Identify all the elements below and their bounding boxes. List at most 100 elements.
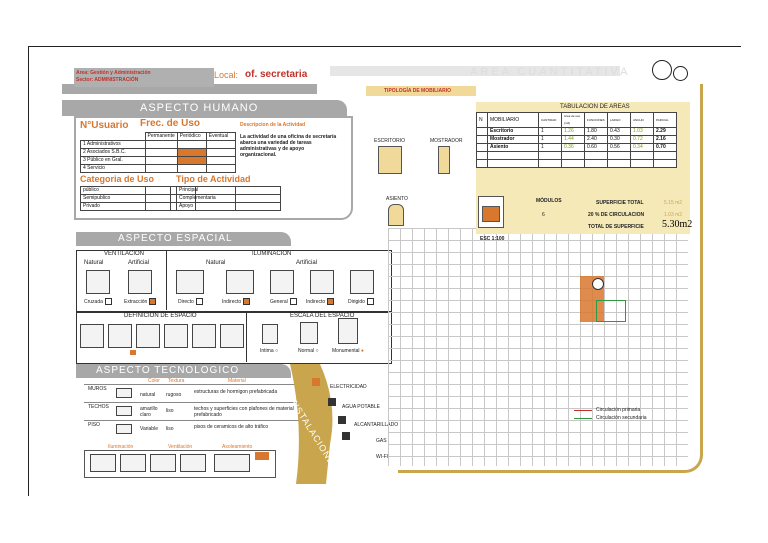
- sheet-left-edge: [28, 46, 29, 496]
- table-row: 1 Administrativos: [80, 140, 236, 149]
- bottom-title: Iluminación: [108, 444, 134, 450]
- espacio-aislado-icon: [220, 324, 244, 348]
- aspecto-humano-band: [62, 100, 347, 116]
- iluminacion-indirecta-icon: [226, 270, 254, 294]
- vent-option: Extracción: [124, 298, 157, 305]
- iluminacion-artificial-icon: [120, 454, 146, 472]
- tec-material: pisos de ceramicos de alto tráfico: [194, 424, 269, 430]
- escala-monumental-icon: [338, 318, 358, 344]
- frec-col: Eventual: [205, 132, 236, 141]
- gas-icon: [342, 432, 350, 440]
- divider: [84, 384, 304, 385]
- espacio-abierto-icon: [80, 324, 104, 348]
- modulos-value: 6: [542, 212, 545, 218]
- vent-artificial: Artificial: [128, 260, 150, 266]
- col-material: Material: [228, 378, 246, 384]
- local-value: of. secretaria: [245, 69, 308, 80]
- aspecto-espacial-title: ASPECTO ESPACIAL: [118, 233, 233, 244]
- tec-color: amarillo claro: [140, 406, 158, 418]
- alcantarillado-icon: [338, 416, 346, 424]
- iluminacion-title: ILUMINACION: [252, 251, 292, 257]
- muro-icon: [116, 388, 132, 398]
- modulos-label: MÓDULOS: [536, 198, 562, 204]
- mostrador-icon: [438, 146, 450, 174]
- tec-textura: rugoso: [166, 392, 182, 398]
- definicion-title: DEFINICION DE ESPACIO: [124, 313, 197, 319]
- faded-header: AREA CUANTITATIVA: [470, 66, 631, 78]
- bottom-title: Asoleamiento: [222, 444, 253, 450]
- circulation-zone: [596, 300, 626, 322]
- divider: [246, 312, 247, 362]
- tec-color: natural: [140, 392, 156, 398]
- logo-circle-icon: [652, 60, 672, 80]
- legend-line-red: [574, 410, 592, 411]
- luminaria-general-icon: [270, 270, 294, 294]
- modulo-icon: [482, 206, 500, 222]
- table-row: Escritorio 1 1.26 1.80 0.43 1.03 2.29: [476, 127, 677, 136]
- table-row: Principal: [176, 186, 281, 195]
- frec-col: Periódico: [176, 132, 207, 141]
- ventilacion-title: VENTILACION: [104, 251, 145, 257]
- ilum-art-option: General: [270, 298, 297, 305]
- espacio-controlado-icon: [192, 324, 216, 348]
- table-row: 3 Público en Gral.: [80, 156, 236, 165]
- table-row: 4 Servicio: [80, 164, 236, 173]
- espacio-semiabierto-icon: [108, 324, 132, 348]
- table-row: 2 Asociados S.B.C.: [80, 148, 236, 157]
- frec-col: Permanente: [144, 132, 178, 141]
- mobiliario-label: ESCRITORIO: [374, 138, 406, 144]
- ventilacion-cruzada-icon: [86, 270, 110, 294]
- electricidad-icon: [312, 378, 320, 386]
- sup-total-label: SUPERFICIE TOTAL: [596, 200, 644, 206]
- vent-option: Cruzada: [84, 298, 112, 305]
- sector-label: Sector: ADMINISTRACIÓN: [76, 77, 139, 83]
- aspecto-humano-title: ASPECTO HUMANO: [140, 102, 259, 114]
- luminaria-dirigida-icon: [350, 270, 374, 294]
- legend-label: Circulación secundaria: [596, 415, 647, 421]
- espacio-semicerrado-icon: [136, 324, 160, 348]
- table-row: Mostrador 1 1.44 2.40 0.30 0.72 2.16: [476, 135, 677, 144]
- divider: [84, 420, 304, 421]
- ilum-option: Indirecto: [222, 298, 251, 305]
- definicion-selected-mark: [130, 350, 136, 355]
- circulacion-label: 20 % DE CIRCULACION: [588, 212, 645, 218]
- tec-row-label: TECHOS: [88, 404, 109, 410]
- asiento-icon: [388, 204, 404, 226]
- escala-intima-icon: [262, 324, 278, 344]
- mobiliario-label: ASIENTO: [386, 196, 408, 202]
- col-color: Color: [148, 378, 160, 384]
- plan-gold-border: [398, 84, 703, 473]
- legend-line-green: [574, 418, 592, 419]
- frec-title: Frec. de Uso: [140, 118, 201, 129]
- col-textura: Textura: [168, 378, 185, 384]
- seat-plan-icon: [592, 278, 604, 290]
- iluminacion-directa-icon: [176, 270, 204, 294]
- mobiliario-title: TIPOLOGÍA DE MOBILIARIO: [384, 88, 452, 94]
- escala-option: Monumental ●: [332, 348, 364, 354]
- instalacion-label: WI-FI: [376, 454, 389, 460]
- ventilacion-natural-icon: [150, 454, 176, 472]
- categoria-title: Categoria de Uso: [80, 174, 155, 184]
- tabulacion-table: N MOBILIARIO CANTIDAD Area de uso (m2) F…: [476, 112, 677, 168]
- divider: [84, 402, 304, 403]
- tec-material: techos y superficies con plafones de mat…: [194, 406, 294, 418]
- circulacion-value: 1.03 m2: [664, 212, 683, 218]
- aspecto-tecnologico-band: [76, 364, 291, 378]
- escala-title: ESCALA DEL ESPACIO: [290, 313, 355, 319]
- asoleamiento-icon: [214, 454, 250, 472]
- total-label: TOTAL DE SUPERFICIE: [588, 224, 644, 230]
- instalacion-label: ELECTRICIDAD: [330, 384, 367, 390]
- plan-grid: [388, 228, 688, 466]
- techo-icon: [116, 406, 132, 416]
- instalacion-label: AGUA POTABLE: [342, 404, 380, 410]
- escritorio-icon: [378, 146, 402, 174]
- tipo-table: Principal Complementaria Apoyo: [176, 186, 281, 211]
- descripcion-title: Descripcion de la Actividad: [240, 122, 306, 128]
- tec-textura: liso: [166, 426, 174, 432]
- escala-option: Normal ○: [298, 348, 319, 354]
- espacio-cerrado-icon: [164, 324, 188, 348]
- ilum-art-option: Indirecto: [306, 298, 335, 305]
- tabulacion-title: TABULACION DE AREAS: [560, 104, 630, 110]
- logo-circle-small-icon: [673, 66, 688, 81]
- bottom-icons-panel: [84, 450, 276, 478]
